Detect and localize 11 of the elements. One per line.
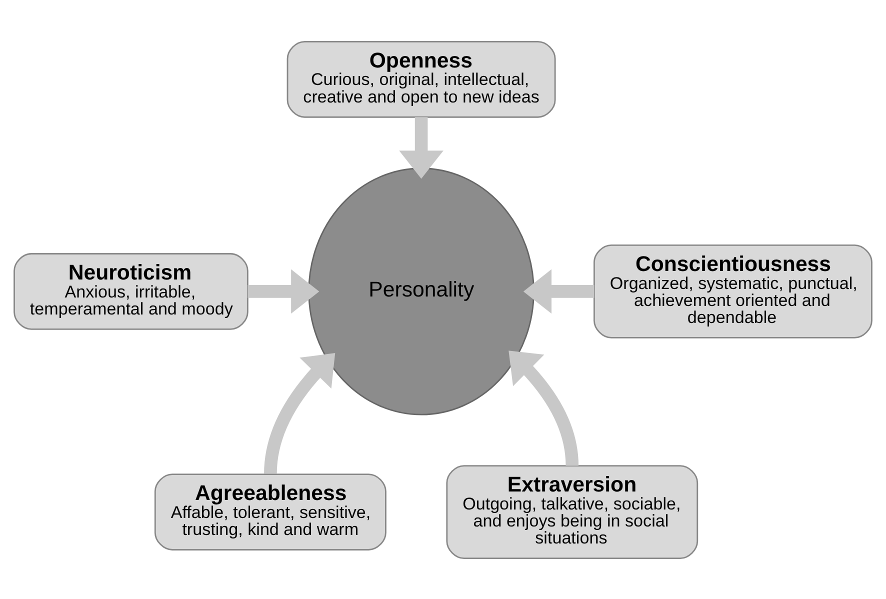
- arrow: [264, 352, 336, 474]
- arrow: [399, 116, 444, 178]
- arrow: [248, 268, 320, 314]
- node-box: Openness Curious, original, intellectual, creative and open to new ideas: [286, 40, 556, 118]
- arrow: [523, 268, 594, 314]
- node-box: Conscientiousness Organized, systematic, punctual, achievement oriented and dependable: [594, 244, 872, 338]
- node-box: Extraversion Outgoing, talkative, sociable, and enjoys being in social situations: [446, 464, 698, 559]
- node-box: Neuroticism Anxious, irritable, temperamental and moody: [14, 252, 248, 330]
- node-circle: Personality: [308, 167, 534, 415]
- node-box: Agreeableness Affable, tolerant, sensitive, trusting, kind and warm: [154, 473, 386, 550]
- arrow: [508, 350, 579, 466]
